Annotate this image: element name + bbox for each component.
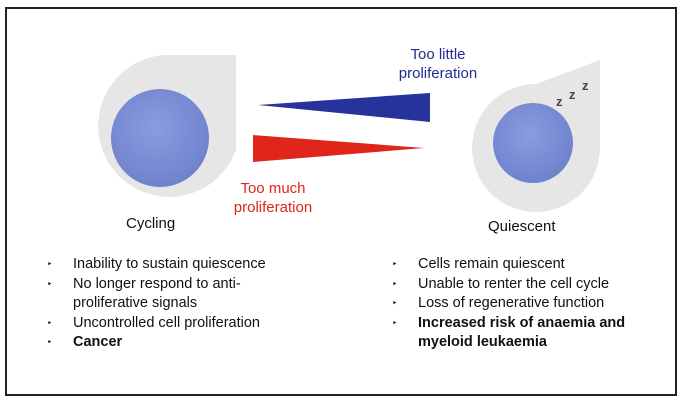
bullet-arrow-icon: ‣ bbox=[392, 278, 398, 289]
bullet-arrow-icon: ‣ bbox=[47, 278, 53, 289]
sleep-z-icon-2: z bbox=[569, 87, 576, 102]
bullet-arrow-icon: ‣ bbox=[392, 259, 398, 269]
too-much-triangle bbox=[253, 135, 424, 162]
list-item: ‣Increased risk of anaemia and myeloid l… bbox=[392, 314, 626, 351]
bullet-arrow-icon: ‣ bbox=[47, 259, 53, 269]
quiescent-consequences-list: ‣Cells remain quiescent ‣Unable to rente… bbox=[392, 255, 662, 353]
cycling-label: Cycling bbox=[126, 215, 176, 232]
bullet-arrow-icon: ‣ bbox=[47, 337, 53, 347]
cycling-cell-nucleus bbox=[111, 89, 209, 187]
too-much-label: Too much proliferation bbox=[233, 180, 313, 216]
quiescent-cell-nucleus bbox=[493, 103, 573, 183]
bullet-arrow-icon: ‣ bbox=[392, 317, 398, 328]
too-little-label: Too little proliferation bbox=[398, 46, 478, 82]
bullet-arrow-icon: ‣ bbox=[392, 298, 398, 308]
too-little-triangle bbox=[258, 93, 430, 122]
bullet-arrow-icon: ‣ bbox=[47, 317, 53, 328]
cycling-consequences-list: ‣Inability to sustain quiescence ‣No lon… bbox=[47, 255, 297, 353]
sleep-z-icon-1: z bbox=[556, 94, 563, 109]
list-item: ‣Cancer bbox=[47, 333, 297, 353]
figure-frame bbox=[5, 7, 677, 396]
list-item: ‣Inability to sustain quiescence bbox=[47, 255, 297, 275]
sleep-z-icon-3: z bbox=[582, 78, 589, 93]
list-item: ‣Cells remain quiescent bbox=[392, 255, 662, 275]
list-item: ‣No longer respond to anti-proliferative… bbox=[47, 275, 241, 312]
list-item: ‣Loss of regenerative function bbox=[392, 294, 662, 314]
quiescent-label: Quiescent bbox=[488, 218, 556, 235]
list-item: ‣Uncontrolled cell proliferation bbox=[47, 314, 297, 334]
list-item: ‣Unable to renter the cell cycle bbox=[392, 275, 662, 295]
